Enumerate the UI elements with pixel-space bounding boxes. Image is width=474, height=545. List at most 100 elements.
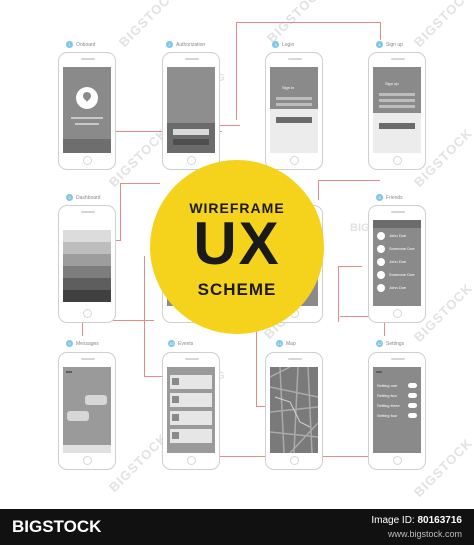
- footer-brand: BIGSTOCK: [12, 517, 102, 536]
- avatar: [377, 245, 385, 253]
- phone-messages: [58, 352, 116, 470]
- phone-authorization: [162, 52, 220, 170]
- avatar: [377, 258, 385, 266]
- signup-submit-button[interactable]: [379, 123, 415, 129]
- events-screen: [167, 367, 215, 453]
- friend-row[interactable]: John Doe: [375, 256, 421, 269]
- login-title: Sign in: [282, 85, 295, 90]
- password-field[interactable]: [276, 103, 312, 106]
- hero-line3: SCHEME: [197, 280, 277, 299]
- setting-row[interactable]: Setting three: [373, 401, 421, 411]
- event-card[interactable]: [170, 411, 212, 425]
- connector-line: [384, 316, 385, 336]
- setting-label: Setting one: [377, 383, 398, 388]
- toggle-switch[interactable]: [408, 393, 417, 398]
- login-field[interactable]: [276, 97, 312, 100]
- connector-line: [120, 183, 121, 240]
- connector-line: [144, 376, 162, 377]
- authorization-screen: [167, 67, 215, 153]
- friend-name: John Doe: [389, 233, 407, 238]
- connector-line: [256, 406, 266, 407]
- footer-bar: BIGSTOCK Image ID: 80163716 www.bigstock…: [0, 509, 474, 545]
- signup-title: Sign up: [385, 81, 399, 86]
- connector-line: [236, 22, 380, 23]
- connector-line: [82, 320, 154, 321]
- setting-label: Setting four: [377, 413, 398, 418]
- watermark: BIGSTOCK: [410, 0, 474, 50]
- watermark-short: BIG: [350, 222, 370, 234]
- avatar: [377, 284, 385, 292]
- friend-row[interactable]: John Doe: [375, 282, 421, 295]
- setting-row[interactable]: Setting one: [373, 381, 421, 391]
- event-card[interactable]: [170, 375, 212, 389]
- signup-screen: Sign up: [373, 67, 421, 153]
- dashboard-screen: [63, 220, 111, 306]
- phone-events: [162, 352, 220, 470]
- friend-name: John Doe: [389, 285, 407, 290]
- connector-line: [338, 266, 339, 322]
- friend-row[interactable]: Someone Doe: [375, 243, 421, 256]
- connector-line: [380, 22, 381, 40]
- footer-image-id: Image ID: 80163716: [371, 515, 462, 526]
- phone-map: [265, 352, 323, 470]
- onboard-screen: [63, 67, 111, 153]
- connector-line: [338, 266, 362, 267]
- setting-label: Setting three: [377, 403, 400, 408]
- connector-line: [82, 320, 83, 336]
- friend-row[interactable]: Someone Doe: [375, 269, 421, 282]
- avatar: [377, 232, 385, 240]
- setting-label: Setting two: [377, 393, 397, 398]
- login-screen: Sign in: [270, 67, 318, 153]
- event-card[interactable]: [170, 429, 212, 443]
- map-roads: [270, 367, 318, 453]
- sign-in-button[interactable]: [173, 129, 209, 135]
- login-submit-button[interactable]: [276, 117, 312, 123]
- connector-line: [318, 180, 319, 200]
- password-field[interactable]: [379, 105, 415, 108]
- location-icon: [76, 87, 98, 109]
- setting-row[interactable]: Setting two: [373, 391, 421, 401]
- toggle-switch[interactable]: [408, 383, 417, 388]
- sign-up-button[interactable]: [173, 139, 209, 145]
- email-field[interactable]: [379, 99, 415, 102]
- connector-line: [210, 125, 240, 126]
- hero-line1: WIREFRAME: [189, 200, 285, 216]
- event-card[interactable]: [170, 393, 212, 407]
- friend-name: Someone Doe: [389, 246, 415, 251]
- connector-line: [236, 22, 237, 120]
- message-bubble: [85, 395, 107, 405]
- phone-dashboard: [58, 205, 116, 323]
- name-field[interactable]: [379, 93, 415, 96]
- setting-row[interactable]: Setting four: [373, 411, 421, 421]
- phone-signup: Sign up: [368, 52, 426, 170]
- footer-site: www.bigstock.com: [387, 529, 462, 539]
- toggle-switch[interactable]: [408, 403, 417, 408]
- phone-login: Sign in: [265, 52, 323, 170]
- hero-badge: WIREFRAME UX SCHEME: [150, 160, 324, 334]
- map-screen: [270, 367, 318, 453]
- hero-line2: UX: [193, 210, 281, 277]
- toggle-switch[interactable]: [408, 413, 417, 418]
- friend-row[interactable]: John Doe: [375, 230, 421, 243]
- phone-onboard: [58, 52, 116, 170]
- connector-line: [120, 183, 160, 184]
- avatar: [377, 271, 385, 279]
- messages-screen: [63, 367, 111, 453]
- message-bubble: [67, 411, 89, 421]
- message-input[interactable]: [63, 445, 111, 453]
